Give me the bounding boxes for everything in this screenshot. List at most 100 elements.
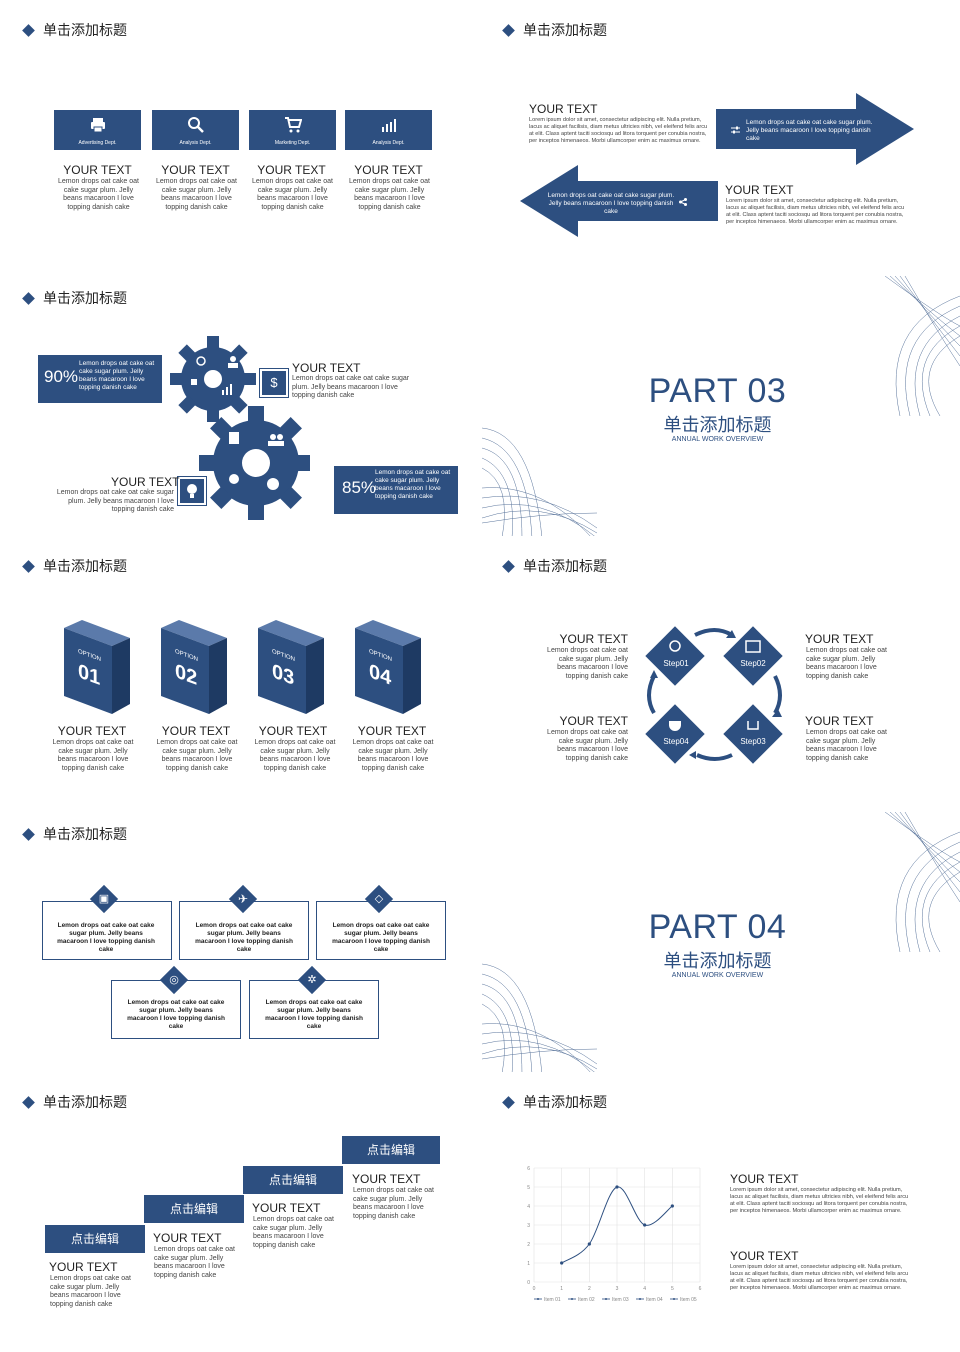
text-title: YOUR TEXT: [730, 1172, 799, 1186]
slide-title[interactable]: 单击添加标题: [502, 1092, 607, 1112]
data-point: [670, 1204, 674, 1208]
slide-title[interactable]: 单击添加标题: [22, 288, 127, 308]
slide-5: 单击添加标题 OPTION 01 OPTION 02 OPTION 03 OPT…: [0, 536, 480, 804]
card-body: Lemon drops oat cake oat cake sugar plum…: [252, 178, 333, 211]
step-button[interactable]: 点击编辑: [144, 1195, 244, 1223]
card-title: YOUR TEXT: [161, 163, 230, 177]
info-text: Lemon drops oat cake oat cake sugar plum…: [332, 922, 430, 953]
info-text: Lemon drops oat cake oat cake sugar plum…: [265, 999, 363, 1030]
lightbulb-icon: [177, 476, 207, 506]
printer-icon: [91, 118, 105, 133]
stat-box-1: 90% Lemon drops oat cake oat cake sugar …: [38, 355, 162, 403]
slide-title[interactable]: 单击添加标题: [22, 556, 127, 576]
dept-card-3[interactable]: Marketing Dept.: [249, 110, 336, 150]
part-number: PART 04: [648, 908, 787, 946]
wave-lines-decoration: [482, 963, 597, 1072]
data-point: [587, 1242, 591, 1246]
stat-box-2: 85% Lemon drops oat cake oat cake sugar …: [334, 466, 458, 514]
dept-label: Marketing Dept.: [274, 140, 311, 146]
slide-title[interactable]: 单击添加标题: [22, 824, 127, 844]
wave-lines-decoration: [482, 427, 597, 536]
step-label: Step03: [740, 737, 766, 746]
y-tick-label: 5: [527, 1185, 530, 1191]
card-title: YOUR TEXT: [63, 163, 132, 177]
step-label: Step02: [740, 659, 766, 668]
y-tick-label: 1: [527, 1261, 530, 1267]
money-bag-icon: $: [259, 368, 289, 398]
wave-lines-decoration: [884, 812, 960, 952]
step-body: Lemon drops oat cake oat cake sugar plum…: [806, 647, 887, 680]
step-body: Lemon drops oat cake oat cake sugar plum…: [50, 1275, 131, 1308]
data-point: [643, 1223, 647, 1227]
info-text: Lemon drops oat cake oat cake sugar plum…: [127, 999, 225, 1030]
lock-icon: ▣: [89, 884, 119, 914]
diamond-icon: [22, 23, 35, 37]
part-title[interactable]: 单击添加标题: [663, 951, 772, 972]
share-icon: [679, 198, 687, 206]
step-body: Lemon drops oat cake oat cake sugar plum…: [547, 647, 628, 680]
y-tick-label: 4: [527, 1204, 530, 1210]
slide-1: 单击添加标题 Advertising Dept. Analysis Dept. …: [0, 0, 480, 268]
x-tick-label: 4: [643, 1286, 646, 1292]
step-title: YOUR TEXT: [559, 714, 628, 728]
dept-card-4[interactable]: Analysis Dept.: [345, 110, 432, 150]
step-body: Lemon drops oat cake oat cake sugar plum…: [253, 1216, 334, 1249]
step-button[interactable]: 点击编辑: [243, 1166, 343, 1194]
lorem-text: Lorem ipsum dolor sit amet, consectetur …: [730, 1187, 909, 1214]
slide-title[interactable]: 单击添加标题: [22, 1092, 127, 1112]
arrow-left-shape: [520, 165, 718, 237]
step-cycle-diagram: [645, 626, 783, 764]
diamond-icon: [22, 291, 35, 305]
part-subtitle: ANNUAL WORK OVERVIEW: [671, 436, 764, 443]
option-title: YOUR TEXT: [161, 724, 231, 738]
legend-label: Item 01: [544, 1297, 561, 1303]
legend-label: Item 02: [578, 1297, 595, 1303]
step-title: YOUR TEXT: [153, 1231, 222, 1245]
x-tick-label: 0: [533, 1286, 536, 1292]
step-button[interactable]: 点击编辑: [342, 1136, 440, 1164]
arrow-left-text: Lemon drops oat cake oat cake sugar plum…: [547, 192, 675, 215]
slide-part-03: PART 03 单击添加标题 ANNUAL WORK OVERVIEW: [480, 268, 960, 536]
step-title: YOUR TEXT: [805, 632, 874, 646]
card-body: Lemon drops oat cake oat cake sugar plum…: [349, 178, 430, 211]
step-body: Lemon drops oat cake oat cake sugar plum…: [547, 729, 628, 762]
globe-icon: ◎: [159, 965, 189, 995]
step-label: Step01: [663, 659, 689, 668]
option-body: Lemon drops oat cake oat cake sugar plum…: [254, 739, 336, 772]
x-tick-label: 1: [560, 1286, 563, 1292]
option-title: YOUR TEXT: [57, 724, 127, 738]
slide-title[interactable]: 单击添加标题: [502, 20, 607, 40]
dept-card-2[interactable]: Analysis Dept.: [152, 110, 239, 150]
info-text: Lemon drops oat cake oat cake sugar plum…: [195, 922, 293, 953]
step-body: Lemon drops oat cake oat cake sugar plum…: [154, 1246, 235, 1279]
lorem-text: Lorem ipsum dolor sit amet, consectetur …: [529, 117, 708, 144]
diamond-icon: [22, 1095, 35, 1109]
text-title: YOUR TEXT: [529, 102, 598, 116]
data-point: [560, 1261, 564, 1265]
diamond-icon: [502, 1095, 515, 1109]
x-tick-label: 2: [588, 1286, 591, 1292]
slide-3: 单击添加标题 90% Lemon drops oat cake oat cake…: [0, 268, 480, 536]
part-subtitle: ANNUAL WORK OVERVIEW: [671, 972, 764, 979]
step-button[interactable]: 点击编辑: [45, 1225, 145, 1253]
slide-title[interactable]: 单击添加标题: [22, 20, 127, 40]
slide-6: 单击添加标题 Step01 Step02 Step03 Step04 YOUR …: [480, 536, 960, 804]
text-title: YOUR TEXT: [111, 475, 180, 489]
diamond-icon: [502, 23, 515, 37]
legend-label: Item 03: [612, 1297, 629, 1303]
step-title: YOUR TEXT: [352, 1172, 421, 1186]
slide-title[interactable]: 单击添加标题: [502, 556, 607, 576]
sliders-icon: [731, 126, 740, 134]
step-body: Lemon drops oat cake oat cake sugar plum…: [353, 1187, 434, 1220]
option-body: Lemon drops oat cake oat cake sugar plum…: [352, 739, 434, 772]
dept-card-1[interactable]: Advertising Dept.: [54, 110, 141, 150]
wave-lines-decoration: [884, 276, 960, 416]
text-title: YOUR TEXT: [725, 183, 794, 197]
slide-2: 单击添加标题 YOUR TEXT Lorem ipsum dolor sit a…: [480, 0, 960, 268]
diamond-icon: [502, 559, 515, 573]
part-title[interactable]: 单击添加标题: [663, 415, 772, 436]
arrow-right-shape: [716, 93, 914, 165]
dept-label: Analysis Dept.: [372, 140, 405, 146]
step-title: YOUR TEXT: [252, 1201, 321, 1215]
